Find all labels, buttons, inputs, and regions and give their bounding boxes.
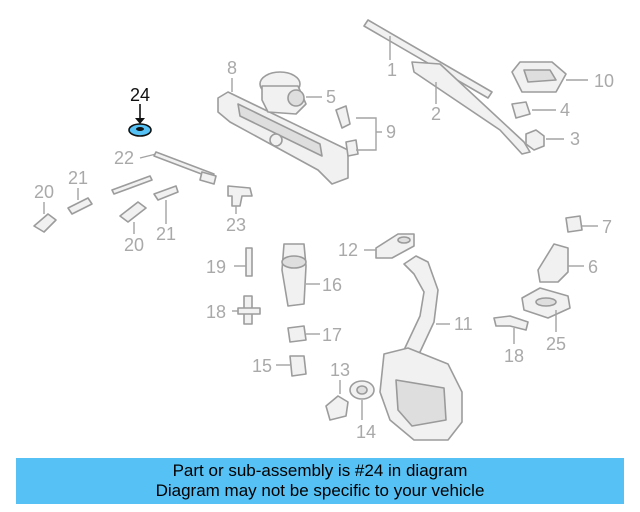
callout-1: 1	[387, 60, 397, 80]
part-17-grommet	[287, 325, 320, 343]
part-4-cap	[511, 101, 556, 119]
callout-13: 13	[330, 360, 350, 380]
part-6-bracket	[537, 243, 584, 283]
part-18-check-valve-right	[493, 315, 529, 344]
part-20-nozzle-left	[33, 202, 57, 233]
callout-21-left: 21	[68, 168, 88, 188]
callout-24: 24	[130, 85, 150, 105]
part-19-pin	[234, 247, 253, 277]
part-1-wiper-blade	[363, 19, 493, 99]
callout-21-center: 21	[156, 224, 176, 244]
callout-5: 5	[326, 87, 336, 107]
part-21-connector-left	[67, 188, 93, 215]
part-2-wiper-arm	[411, 61, 531, 155]
info-banner: Part or sub-assembly is #24 in diagram D…	[16, 458, 624, 504]
callout-22: 22	[114, 148, 134, 168]
callout-14: 14	[356, 422, 376, 442]
part-7-plug	[565, 215, 598, 233]
parts-diagram: 1 2 3 4 5 6 7 8 9 10 11 12 13 14 15 16 1…	[33, 19, 614, 442]
part-5-wiper-motor	[259, 71, 322, 115]
callout-25: 25	[546, 334, 566, 354]
part-24-clip	[128, 104, 152, 137]
part-15-cap	[276, 355, 307, 377]
part-25-lid	[521, 287, 571, 332]
callout-4: 4	[560, 100, 570, 120]
banner-line-1: Part or sub-assembly is #24 in diagram	[172, 461, 468, 480]
callout-15: 15	[252, 356, 272, 376]
callout-20-center: 20	[124, 235, 144, 255]
callout-12: 12	[338, 240, 358, 260]
part-21-connector-center	[153, 185, 179, 224]
part-18-check-valve-left	[232, 295, 261, 325]
part-11-filler-neck	[403, 255, 450, 357]
part-16-washer-pump	[281, 243, 320, 307]
callout-7: 7	[602, 217, 612, 237]
part-10-cover	[511, 61, 588, 93]
reservoir-tank	[379, 347, 463, 441]
callout-19: 19	[206, 257, 226, 277]
callout-10: 10	[594, 71, 614, 91]
callout-11: 11	[454, 314, 473, 334]
callout-6: 6	[588, 257, 598, 277]
part-22-washer-rod	[111, 151, 217, 195]
part-9-bolts	[335, 105, 382, 157]
callout-16: 16	[322, 275, 342, 295]
part-13-level-sensor	[325, 380, 349, 421]
callout-9: 9	[386, 122, 396, 142]
callout-2: 2	[431, 104, 441, 124]
callout-17: 17	[322, 325, 342, 345]
part-12-seal	[364, 233, 415, 259]
part-23-t-connector	[227, 185, 253, 214]
banner-line-2: Diagram may not be specific to your vehi…	[155, 481, 485, 500]
callout-18-right: 18	[504, 346, 524, 366]
callout-20-left: 20	[34, 182, 54, 202]
part-14-grommet	[349, 380, 375, 420]
callout-3: 3	[570, 129, 580, 149]
part-3-nut	[525, 129, 564, 151]
callout-23: 23	[226, 215, 246, 235]
callout-18-left: 18	[206, 302, 226, 322]
callout-8: 8	[227, 58, 237, 78]
part-20-nozzle-center	[119, 201, 147, 234]
part-8-wiper-linkage	[217, 78, 349, 185]
